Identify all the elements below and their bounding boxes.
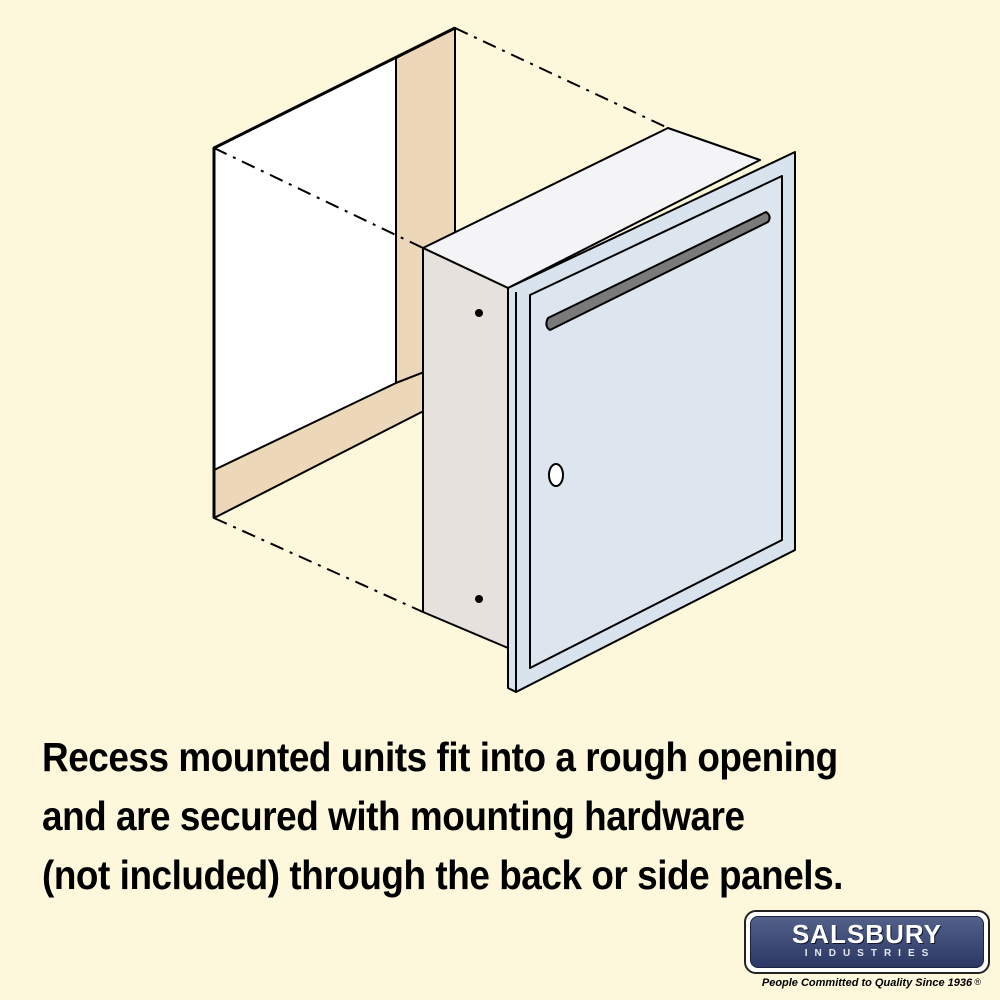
caption-line-1: Recess mounted units fit into a rough op… [42, 734, 838, 780]
brand-name: SALSBURY [791, 919, 943, 949]
screw-hole-icon [475, 595, 483, 603]
caption: Recess mounted units fit into a rough op… [42, 728, 982, 905]
brand-logo: SALSBURY INDUSTRIES ® [744, 910, 990, 987]
mailbox-unit [422, 127, 796, 693]
projection-line-top [454, 27, 669, 129]
recess-mount-illustration [212, 26, 796, 693]
box-side-panel [422, 247, 509, 649]
brand-tagline: People Committed to Quality Since 1936 [761, 977, 973, 989]
opening-interior [214, 58, 396, 470]
brand-subname: INDUSTRIES [804, 948, 936, 959]
projection-lines [213, 27, 669, 613]
screw-hole-icon [475, 309, 483, 317]
brand-badge: SALSBURY INDUSTRIES ® [750, 916, 984, 987]
projection-line-bottom [213, 517, 424, 613]
caption-line-2: and are secured with mounting hardware [42, 793, 745, 839]
lock-icon [548, 463, 564, 487]
registered-mark: ® [974, 977, 981, 987]
rough-opening [212, 26, 456, 519]
mail-slot [545, 211, 771, 331]
caption-line-3: (not included) through the back or side … [42, 852, 843, 898]
projection-line-middle [213, 147, 424, 249]
